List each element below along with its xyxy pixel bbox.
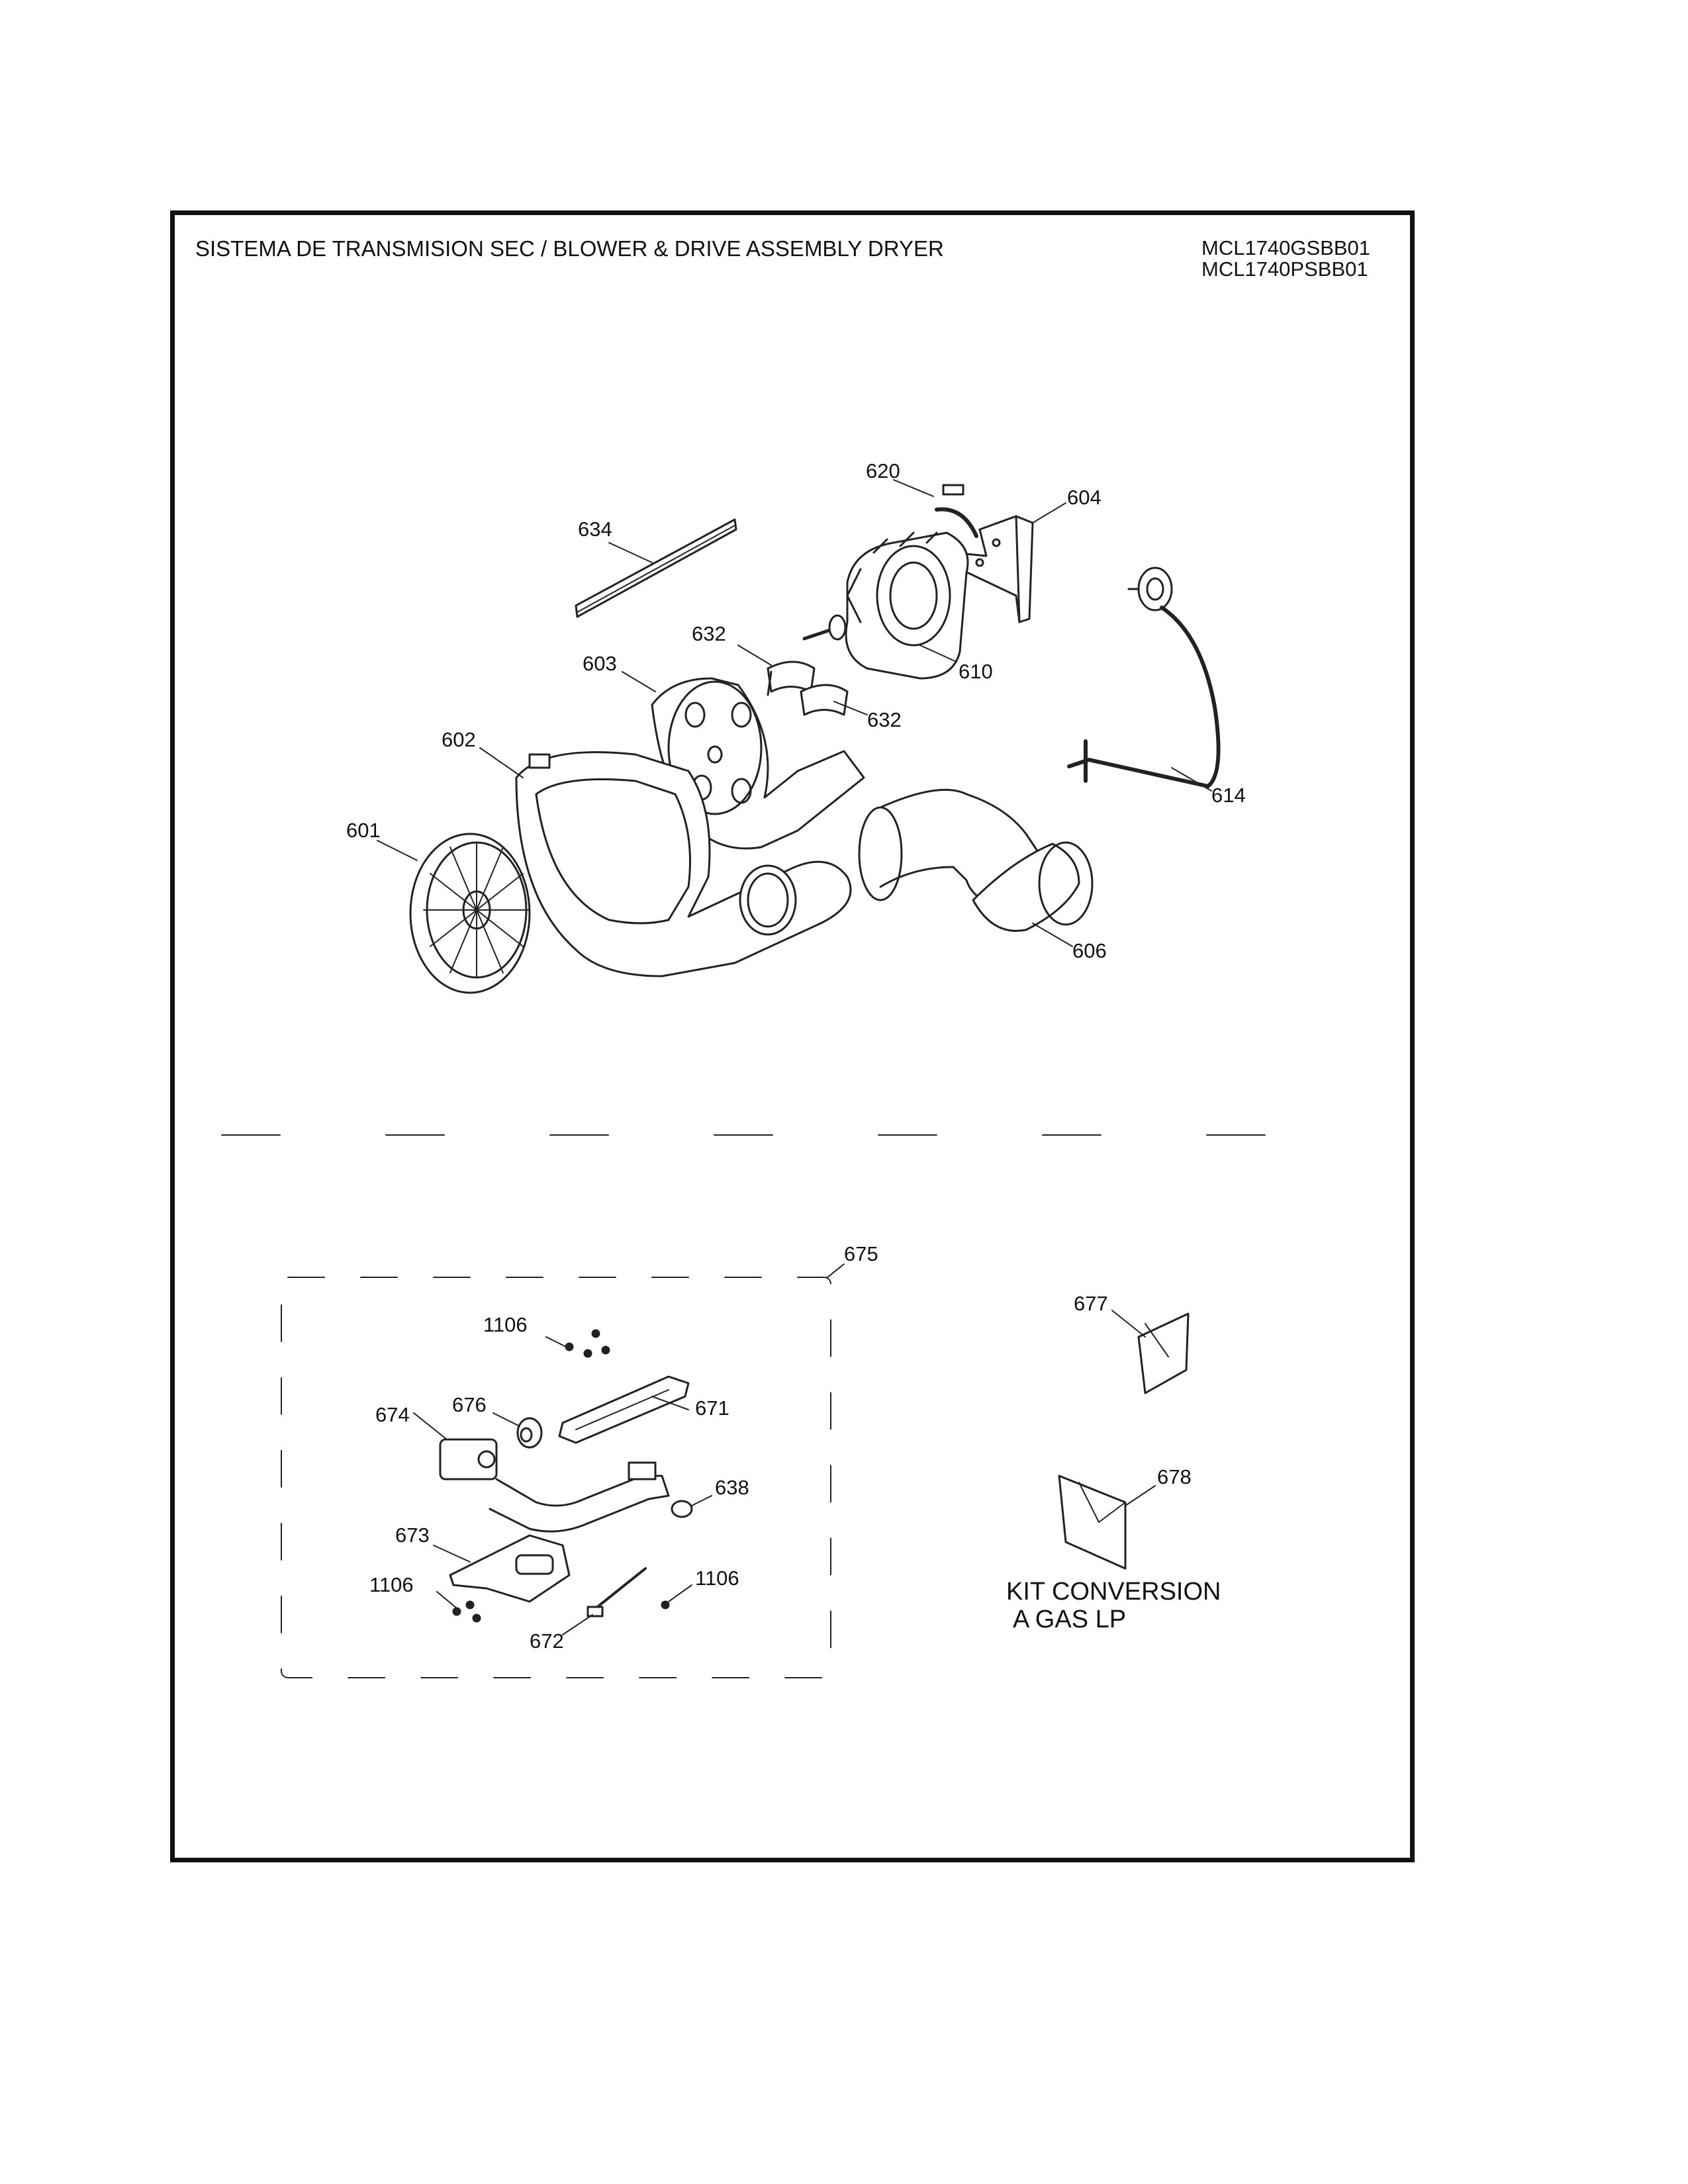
part-678-instruction — [1058, 1475, 1156, 1570]
label-604: 604 — [1067, 486, 1102, 509]
part-677-label — [1111, 1310, 1190, 1394]
part-602-housing — [515, 751, 852, 978]
part-614-hose — [1067, 567, 1221, 788]
label-673: 673 — [395, 1524, 430, 1547]
part-674-valve — [439, 1438, 670, 1533]
label-677: 677 — [1074, 1292, 1108, 1315]
label-632-b: 632 — [867, 708, 902, 731]
label-603: 603 — [583, 652, 617, 675]
part-610-motor — [802, 531, 969, 680]
label-606: 606 — [1072, 939, 1107, 962]
label-1106-b: 1106 — [369, 1573, 414, 1596]
label-610: 610 — [959, 660, 993, 683]
model-number-2: MCL1740PSBB01 — [1201, 257, 1368, 281]
part-606-duct — [858, 788, 1094, 932]
kit-caption-line-2: A GAS LP — [1013, 1606, 1127, 1633]
label-638: 638 — [715, 1476, 749, 1499]
part-601-fan — [409, 833, 531, 994]
label-671: 671 — [695, 1396, 729, 1420]
label-632-a: 632 — [692, 622, 726, 645]
part-632-mount-lower — [800, 684, 849, 716]
diagram-title: SISTEMA DE TRANSMISION SEC / BLOWER & DR… — [195, 236, 944, 261]
diagram-frame — [170, 210, 1415, 1862]
screw-group — [452, 1329, 670, 1623]
part-673-bracket — [449, 1534, 571, 1603]
label-1106-a: 1106 — [483, 1313, 528, 1336]
kit-675-boundary — [281, 1277, 831, 1678]
label-675: 675 — [844, 1242, 878, 1265]
label-620: 620 — [866, 459, 900, 482]
part-638-grommet — [671, 1500, 693, 1518]
part-604-bracket — [952, 515, 1034, 623]
label-674: 674 — [375, 1403, 410, 1426]
label-678: 678 — [1157, 1465, 1192, 1488]
label-634: 634 — [578, 518, 612, 541]
label-602: 602 — [442, 728, 476, 751]
part-620-clip — [935, 484, 978, 538]
model-number-1: MCL1740GSBB01 — [1201, 236, 1371, 259]
part-672-sensor — [586, 1567, 647, 1617]
label-672: 672 — [530, 1629, 564, 1653]
label-601: 601 — [346, 819, 381, 842]
label-676: 676 — [452, 1393, 487, 1416]
part-634-strip — [575, 518, 737, 618]
kit-caption-line-1: KIT CONVERSION — [1006, 1578, 1221, 1606]
part-676-sleeve — [516, 1417, 543, 1449]
label-1106-c: 1106 — [695, 1567, 739, 1590]
part-671-shield — [558, 1375, 690, 1444]
label-614: 614 — [1211, 784, 1246, 807]
